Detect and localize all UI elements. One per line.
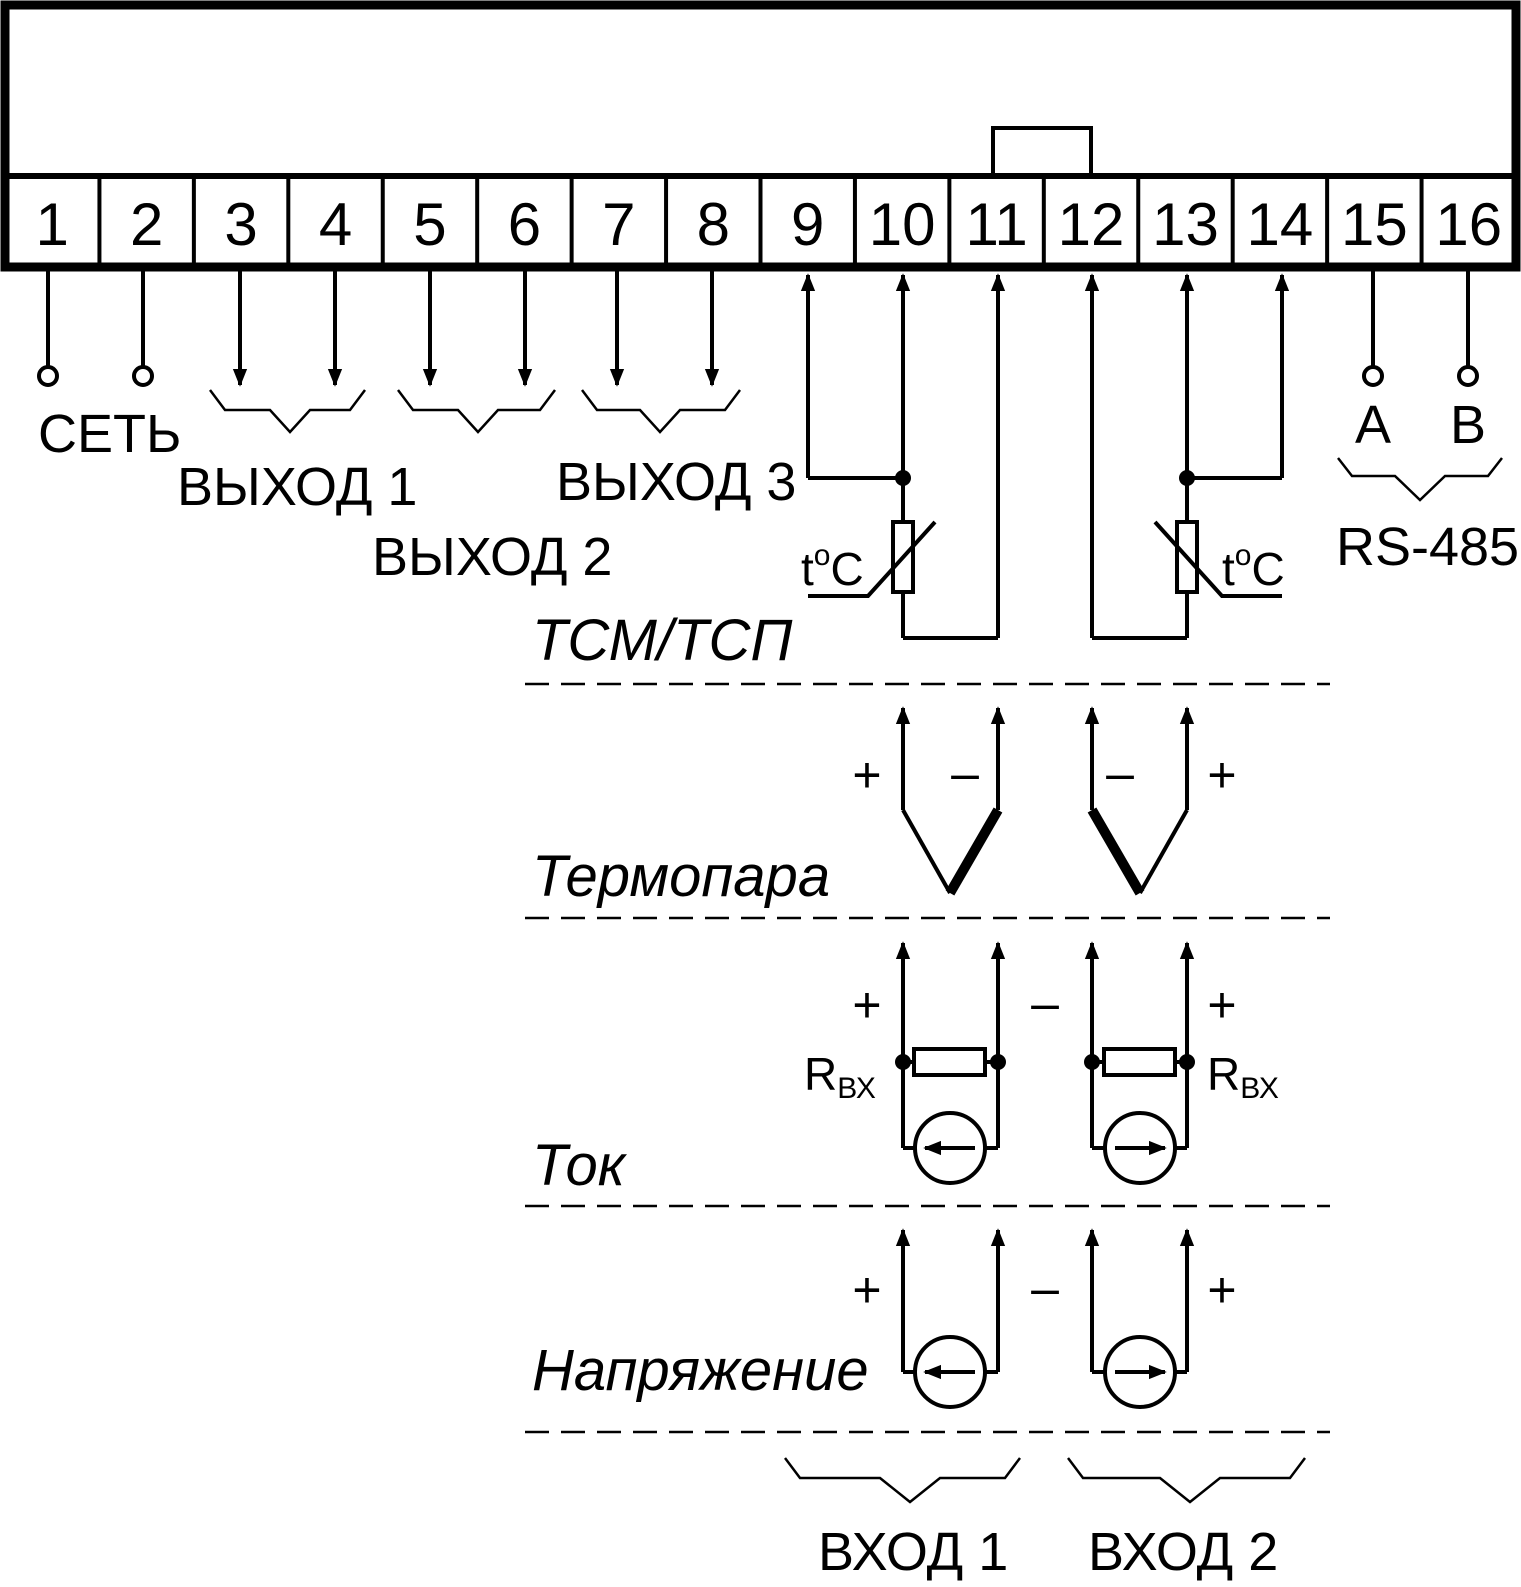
- input-braces: [784, 1457, 1306, 1504]
- input2-label: ВХОД 2: [1088, 1522, 1278, 1582]
- terminal-9-label: 9: [791, 191, 824, 258]
- section-rtd-label: ТСМ/ТСП: [532, 608, 793, 673]
- rtd1-temp-label: toC: [801, 539, 864, 595]
- terminal-10-label: 10: [869, 191, 936, 258]
- thermocouple-input2: [1084, 706, 1195, 896]
- terminal-12-label: 12: [1058, 191, 1125, 258]
- terminal-5-label: 5: [413, 191, 446, 258]
- terminal-2-label: 2: [130, 191, 163, 258]
- terminal-13-label: 13: [1152, 191, 1219, 258]
- power-label: СЕТЬ: [38, 404, 181, 464]
- current-source-input1: [895, 941, 1006, 1185]
- output-leads: [232, 268, 720, 387]
- section-current-label: Ток: [532, 1133, 628, 1198]
- cur-minus-sign: –: [1031, 975, 1059, 1031]
- output3-label: ВЫХОД 3: [556, 452, 796, 512]
- rtd-circuit-input1: [800, 273, 1006, 640]
- rtd2-temp-label: toC: [1222, 539, 1285, 595]
- tc2-minus-sign: –: [1106, 745, 1134, 801]
- output1-label: ВЫХОД 1: [177, 457, 417, 517]
- rtd-circuit-input2: [1084, 273, 1290, 640]
- rin2-label: RВХ: [1207, 1048, 1279, 1105]
- terminal-7-label: 7: [602, 191, 635, 258]
- section-thermocouple-label: Термопара: [532, 844, 830, 909]
- cur2-plus-sign: +: [1207, 977, 1236, 1033]
- power-leads: [37, 268, 154, 387]
- section-voltage-label: Напряжение: [532, 1338, 869, 1403]
- rs485-leads: [1362, 268, 1479, 387]
- tc1-plus-sign: +: [852, 747, 881, 803]
- voltage-source-input2: [1084, 1228, 1195, 1409]
- rs485-brace: [1337, 457, 1503, 502]
- voltage-source-input1: [895, 1228, 1006, 1409]
- tc2-plus-sign: +: [1207, 747, 1236, 803]
- terminal-3-label: 3: [224, 191, 257, 258]
- volt-minus-sign: –: [1031, 1260, 1059, 1316]
- volt1-plus-sign: +: [852, 1262, 881, 1318]
- terminal-16-label: 16: [1435, 191, 1502, 258]
- rs485-b-label: B: [1450, 395, 1486, 455]
- terminal-15-label: 15: [1341, 191, 1408, 258]
- terminal-11-label: 11: [965, 191, 1027, 258]
- section-separators: [525, 682, 1330, 1434]
- terminal-8-label: 8: [697, 191, 730, 258]
- thermocouple-input1: [895, 706, 1006, 896]
- tc1-minus-sign: –: [951, 745, 979, 801]
- terminal-6-label: 6: [508, 191, 541, 258]
- current-source-input2: [1084, 941, 1195, 1185]
- rs485-a-label: A: [1355, 395, 1391, 455]
- output-braces: [209, 389, 741, 434]
- terminal-1-label: 1: [36, 191, 69, 258]
- rin1-label: RВХ: [804, 1048, 876, 1105]
- rs485-label: RS-485: [1336, 517, 1519, 577]
- terminal-14-label: 14: [1247, 191, 1314, 258]
- input1-label: ВХОД 1: [818, 1522, 1008, 1582]
- cur1-plus-sign: +: [852, 977, 881, 1033]
- output2-label: ВЫХОД 2: [372, 527, 612, 587]
- terminal-4-label: 4: [319, 191, 352, 258]
- volt2-plus-sign: +: [1207, 1262, 1236, 1318]
